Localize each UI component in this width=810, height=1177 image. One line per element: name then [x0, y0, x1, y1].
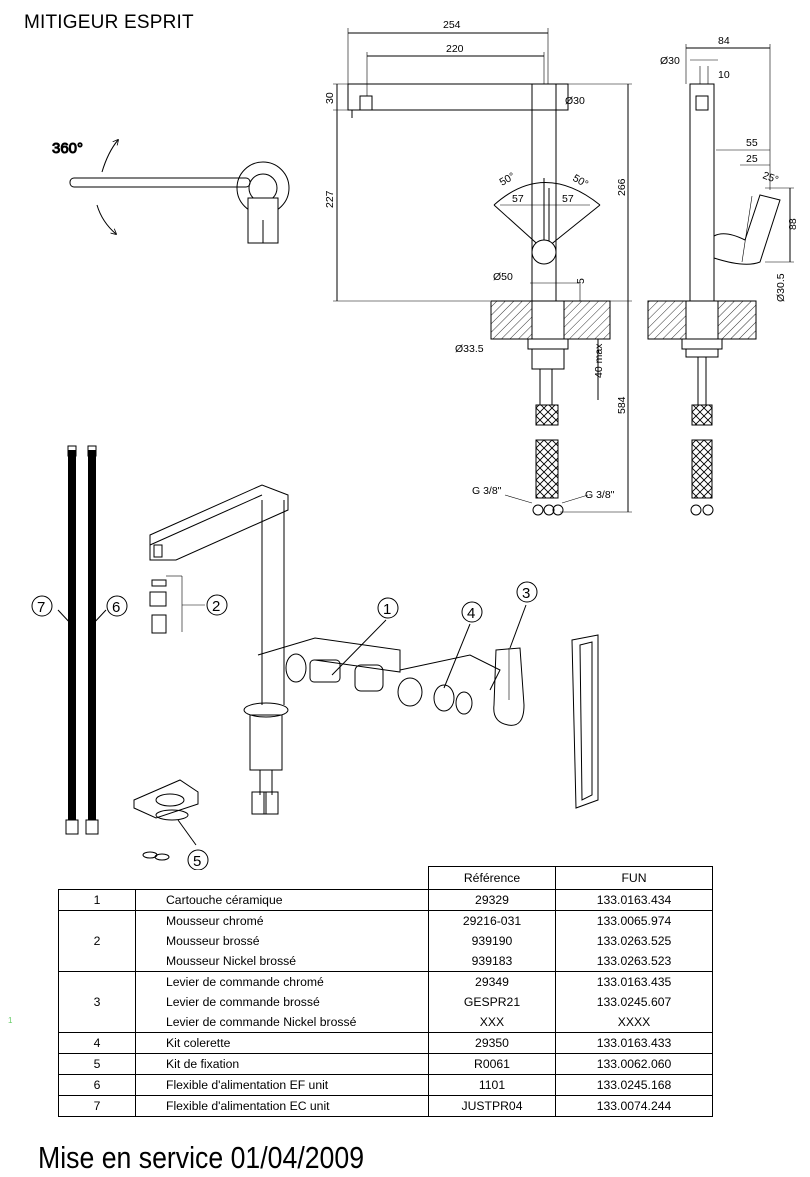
- svg-text:Ø30.5: Ø30.5: [775, 273, 787, 302]
- callout-7: [31, 595, 53, 617]
- svg-text:584: 584: [616, 396, 628, 414]
- svg-text:1: 1: [383, 601, 391, 618]
- front-view-dimensions: 254 220 Ø30 30 227 266 57 57 50° 50° Ø50…: [324, 19, 628, 501]
- svg-text:50°: 50°: [498, 170, 518, 188]
- svg-text:Ø30: Ø30: [565, 95, 585, 107]
- svg-text:84: 84: [718, 35, 730, 47]
- table-row: 1 Cartouche céramique 29329 133.0163.434: [58, 889, 713, 911]
- svg-text:25: 25: [746, 153, 758, 165]
- svg-text:30: 30: [324, 92, 336, 104]
- svg-text:5: 5: [193, 853, 201, 870]
- svg-text:4: 4: [467, 605, 475, 622]
- header-fun: FUN: [555, 866, 713, 890]
- svg-text:254: 254: [443, 19, 461, 31]
- document-title: MITIGEUR ESPRIT: [24, 12, 194, 33]
- footer-date: Mise en service 01/04/2009: [38, 1140, 365, 1175]
- svg-text:50°: 50°: [571, 172, 591, 190]
- svg-text:Ø33.5: Ø33.5: [455, 343, 484, 355]
- exploded-view: [65, 445, 599, 861]
- callout-4: [461, 601, 483, 623]
- svg-text:G 3/8": G 3/8": [472, 485, 502, 497]
- table-row: 5 Kit de fixation R0061 133.0062.060: [58, 1053, 713, 1075]
- technical-drawing: 360°: [31, 19, 799, 870]
- svg-text:7: 7: [37, 599, 45, 616]
- callout-3: [516, 581, 538, 603]
- svg-text:Ø50: Ø50: [493, 271, 513, 283]
- table-row: 7 Flexible d'alimentation EC unit JUSTPR…: [58, 1095, 713, 1117]
- page-mark: 1: [8, 1016, 13, 1025]
- rotation-label: 360°: [52, 140, 83, 157]
- top-view: 360°: [52, 140, 290, 244]
- callout-2: [206, 594, 228, 616]
- callout-6: [106, 595, 128, 617]
- svg-text:25°: 25°: [761, 170, 780, 187]
- callout-5: [187, 849, 209, 870]
- side-view-dimensions: 84 Ø30 10 55 25 25° 88 Ø30.5: [660, 35, 799, 302]
- svg-text:6: 6: [112, 599, 120, 616]
- svg-text:55: 55: [746, 137, 758, 149]
- svg-text:5: 5: [575, 278, 587, 284]
- callout-labels: 7 6 2 1 4 3 5: [37, 585, 530, 870]
- svg-text:57: 57: [512, 193, 524, 205]
- header-reference: Référence: [428, 866, 556, 890]
- side-view: [647, 44, 794, 516]
- callouts: [31, 581, 538, 870]
- svg-text:88: 88: [787, 218, 799, 230]
- svg-text:266: 266: [616, 178, 628, 196]
- svg-text:G 3/8": G 3/8": [585, 489, 615, 501]
- parts-table: Référence FUN 1 Cartouche céramique 2932…: [58, 866, 713, 1117]
- svg-text:10: 10: [718, 69, 730, 81]
- svg-text:57: 57: [562, 193, 574, 205]
- svg-text:40 max: 40 max: [593, 343, 605, 378]
- callout-1: [377, 597, 399, 619]
- table-row: 6 Flexible d'alimentation EF unit 1101 1…: [58, 1074, 713, 1096]
- front-view: [333, 28, 632, 516]
- svg-text:3: 3: [522, 585, 530, 602]
- svg-text:227: 227: [324, 190, 336, 208]
- table-row: 4 Kit colerette 29350 133.0163.433: [58, 1032, 713, 1054]
- svg-text:2: 2: [212, 598, 220, 615]
- svg-text:Ø30: Ø30: [660, 55, 680, 67]
- svg-text:220: 220: [446, 43, 464, 55]
